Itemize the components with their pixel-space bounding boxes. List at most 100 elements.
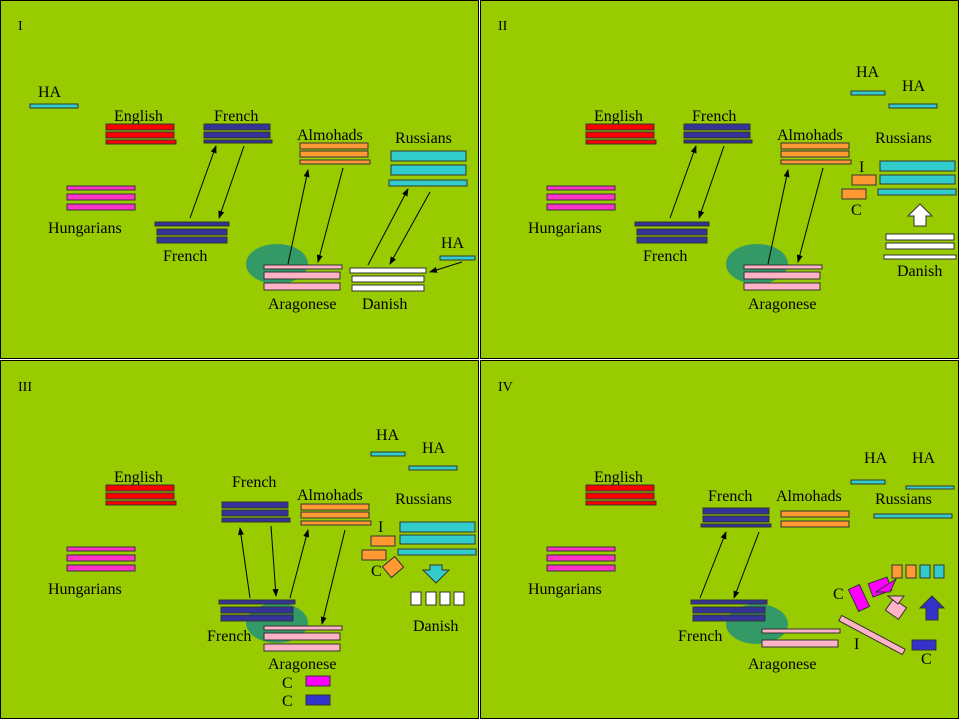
russians-bars <box>397 521 477 556</box>
aragonese-label: Aragonese <box>268 296 336 313</box>
blue-up-block-arrow <box>918 595 946 621</box>
panel-ii-background <box>481 1 958 358</box>
ha-label-right: HA <box>441 235 465 252</box>
iberia-ellipse <box>726 604 788 644</box>
hungarians-bars <box>546 185 616 211</box>
french-top-bars <box>203 123 273 144</box>
down-block-arrow <box>421 564 451 584</box>
panel-numeral: IV <box>498 380 513 395</box>
english-bars <box>105 484 177 506</box>
french-bottom-bars <box>154 221 230 244</box>
french-top-bars <box>700 507 772 528</box>
aragonese-bars <box>743 264 823 291</box>
russians-label: Russians <box>875 130 932 147</box>
almohads-bars <box>300 503 372 526</box>
i-label: I <box>378 519 383 536</box>
russians-bar <box>873 513 953 519</box>
english-bars <box>105 123 177 145</box>
c-label-2: C <box>921 651 932 668</box>
ha-bar-2 <box>408 465 458 471</box>
up-block-arrow <box>906 203 934 227</box>
c-block <box>841 188 867 200</box>
aragonese-label: Aragonese <box>748 296 816 313</box>
english-label: English <box>114 469 163 486</box>
ha-bar-2 <box>905 485 955 490</box>
english-bars <box>585 484 657 506</box>
ha-bar-1 <box>370 451 406 457</box>
i-label: I <box>854 636 859 653</box>
french-bottom-bars <box>690 599 768 622</box>
aragonese-label: Aragonese <box>268 656 336 673</box>
ha-bar-1 <box>850 90 886 96</box>
aragonese-bars <box>263 264 343 291</box>
aragonese-bars <box>263 625 343 652</box>
almohads-label: Almohads <box>777 127 843 144</box>
hungarians-bars <box>66 546 136 572</box>
danish-label: Danish <box>897 263 942 280</box>
c-label: C <box>851 202 862 219</box>
ha-label-1: HA <box>376 427 400 444</box>
french-bottom-label: French <box>207 628 251 645</box>
ha-label-1: HA <box>864 450 888 467</box>
russians-label: Russians <box>395 491 452 508</box>
scattered-blocks <box>838 564 945 656</box>
ha-bar-right <box>439 255 476 261</box>
danish-blocks <box>410 591 465 606</box>
hungarians-bars <box>546 546 616 572</box>
almohads-bars <box>780 510 850 528</box>
panel-iv: IV HA HA English French Almohads Russian… <box>498 380 955 673</box>
danish-bars <box>883 233 957 260</box>
ha-label-2: HA <box>422 440 446 457</box>
hungarians-label: Hungarians <box>48 220 122 237</box>
movement-arrows <box>669 145 824 265</box>
c-legend-label-1: C <box>282 675 293 692</box>
danish-label: Danish <box>362 296 407 313</box>
almohads-label: Almohads <box>776 488 842 505</box>
panel-numeral: I <box>18 19 23 34</box>
almohads-label: Almohads <box>297 487 363 504</box>
danish-label: Danish <box>413 618 458 635</box>
movement-arrows <box>189 145 463 273</box>
aragonese-label: Aragonese <box>748 656 816 673</box>
french-top-label: French <box>232 474 276 491</box>
english-label: English <box>594 469 643 486</box>
aragonese-bars <box>761 628 841 648</box>
french-bottom-bars <box>218 599 296 622</box>
french-bottom-label: French <box>643 248 687 265</box>
ha-label-2: HA <box>902 78 926 95</box>
i-block <box>370 535 396 547</box>
english-label: English <box>594 108 643 125</box>
panel-numeral: III <box>18 380 32 395</box>
c-label-1: C <box>833 586 844 603</box>
c-label: C <box>371 563 382 580</box>
hungarians-label: Hungarians <box>48 581 122 598</box>
movement-arrows <box>699 531 760 599</box>
i-block <box>851 174 877 186</box>
ha-bar-2 <box>888 103 938 109</box>
english-bars <box>585 123 657 145</box>
ha-label-2: HA <box>912 450 936 467</box>
c-legend-magenta-block <box>305 675 331 687</box>
panel-i: I HA English French Almohads Russians <box>18 19 476 313</box>
french-top-bars <box>221 501 291 523</box>
russians-label: Russians <box>395 130 452 147</box>
c-block <box>361 549 387 561</box>
i-label: I <box>859 159 864 176</box>
panel-ii: II HA HA English French Almohads Russian… <box>498 19 957 313</box>
almohads-bars <box>780 142 852 165</box>
ha-label-left: HA <box>38 84 62 101</box>
panel-numeral: II <box>498 19 508 34</box>
french-top-label: French <box>692 108 736 125</box>
french-top-label: French <box>214 108 258 125</box>
panel-iii-background <box>1 361 478 718</box>
almohads-label: Almohads <box>297 127 363 144</box>
panel-iv-background <box>481 361 958 718</box>
c-legend-blue-block <box>305 694 331 706</box>
ha-bar-left <box>29 103 79 109</box>
danish-bars <box>349 267 427 292</box>
movement-arrows <box>238 525 346 625</box>
french-top-bars <box>683 123 753 144</box>
ha-bar-1 <box>850 479 886 485</box>
russians-bars <box>877 160 957 196</box>
